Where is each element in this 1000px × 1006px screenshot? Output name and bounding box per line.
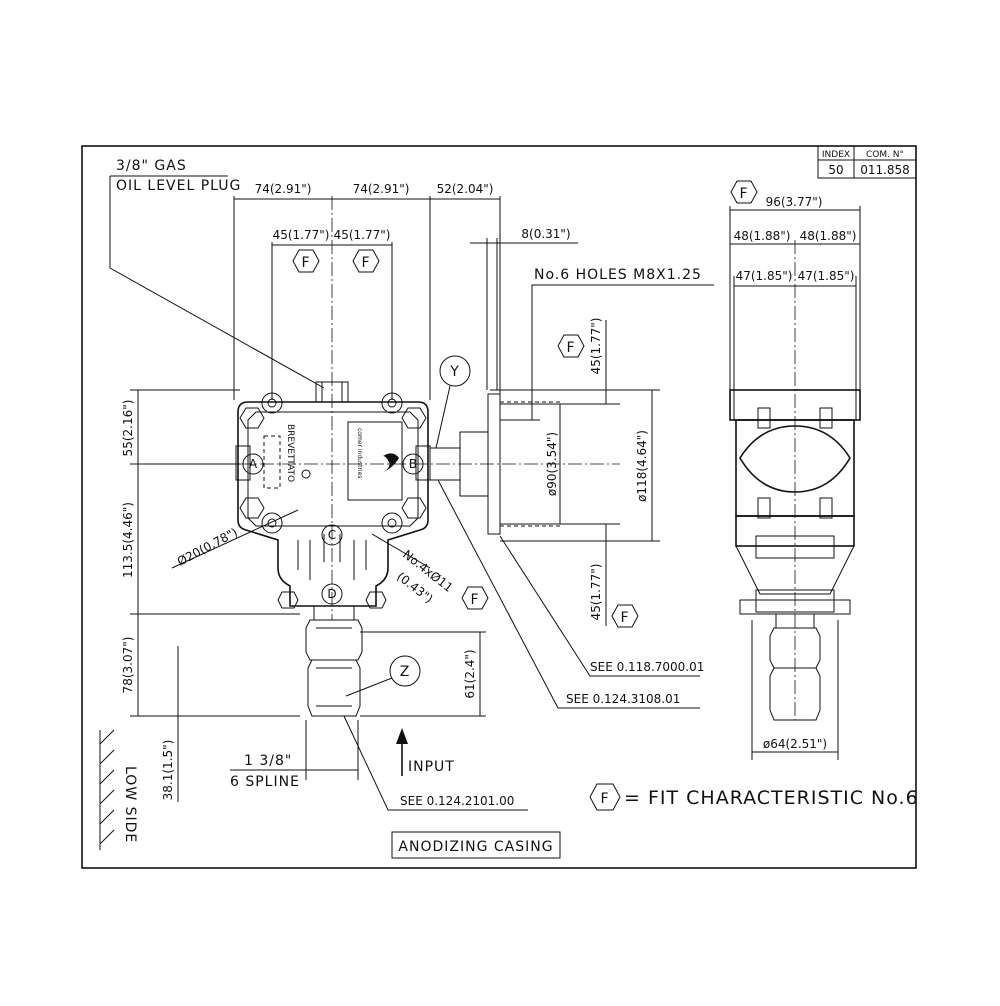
com-header: COM. N°: [866, 150, 904, 160]
holes-label: No.6 HOLES M8X1.25: [534, 267, 702, 283]
dim-64: ø64(2.51"): [763, 737, 827, 751]
fit-legend-label: = FIT CHARACTERISTIC No.6: [624, 787, 919, 809]
brevettato-label: BREVETTATO: [285, 424, 295, 482]
left-dimensions: 55(2.16") 113.5(4.46") 78(3.07") 38.1(1.…: [121, 389, 300, 802]
low-side-label: LOW SIDE: [122, 766, 138, 843]
top-dimensions: 74(2.91") 74(2.91") 52(2.04") 45(1.77") …: [233, 182, 578, 620]
spline-count-label: 6 SPLINE: [230, 774, 300, 790]
drawing-frame: [81, 145, 917, 869]
svg-text:F: F: [301, 255, 310, 271]
see-2-label: SEE 0.124.3108.01: [566, 692, 680, 706]
fit-symbol-1: F: [292, 249, 320, 273]
fit-symbol-3: F: [557, 334, 585, 358]
index-header: INDEX: [822, 150, 850, 160]
oil-plug-label: OIL LEVEL PLUG: [116, 178, 241, 194]
holes-callout: No.6 HOLES M8X1.25: [531, 267, 714, 420]
marker-y: Y: [435, 355, 471, 449]
hole-notes: Ø20(0.78") No.4xØ11 (0.43"): [171, 509, 456, 606]
fit-symbol-5: F: [611, 604, 639, 628]
marker-b: B: [402, 453, 424, 475]
svg-text:A: A: [249, 457, 258, 471]
dia-20-label: Ø20(0.78"): [175, 525, 240, 569]
fit-legend: F = FIT CHARACTERISTIC No.6: [589, 783, 919, 811]
svg-text:C: C: [328, 528, 336, 542]
dim-47-left: 47(1.85"): [736, 269, 793, 283]
brand-label: comer industries: [356, 428, 363, 478]
marker-a: A: [242, 453, 264, 475]
dim-118: ø118(4.64"): [635, 430, 649, 502]
see-3-label: SEE 0.124.2101.00: [400, 794, 514, 808]
dim-45-bottom: 45(1.77"): [589, 564, 603, 621]
dim-61: 61(2.4"): [463, 649, 477, 698]
fit-symbol-2: F: [352, 249, 380, 273]
dim-52: 52(2.04"): [437, 182, 494, 196]
dim-90: ø90(3.54"): [545, 432, 559, 496]
dim-45-b: 45(1.77"): [334, 228, 391, 242]
svg-text:D: D: [327, 587, 336, 601]
see-1-label: SEE 0.118.7000.01: [590, 660, 704, 674]
svg-text:B: B: [409, 457, 417, 471]
input-label: INPUT: [408, 759, 455, 775]
dim-96: 96(3.77"): [766, 195, 823, 209]
side-view: 96(3.77") 48(1.88") 48(1.88") 47(1.85") …: [729, 195, 861, 760]
dim-48-left: 48(1.88"): [734, 229, 791, 243]
svg-text:Y: Y: [449, 364, 460, 380]
marker-d: D: [321, 583, 343, 605]
title-block: INDEX COM. N° 50 011.858: [817, 145, 917, 179]
casing-label: ANODIZING CASING: [398, 839, 553, 855]
dim-113: 113.5(4.46"): [121, 502, 135, 578]
marker-c: C: [321, 524, 343, 546]
svg-text:Z: Z: [400, 664, 411, 680]
svg-text:F: F: [620, 610, 629, 626]
gas-label: 3/8" GAS: [116, 158, 187, 174]
svg-text:F: F: [470, 592, 479, 608]
dim-74-right: 74(2.91"): [353, 182, 410, 196]
dim-45-top: 45(1.77"): [589, 318, 603, 375]
dim-48-right: 48(1.88"): [800, 229, 857, 243]
svg-text:F: F: [361, 255, 370, 271]
index-value: 50: [828, 163, 843, 177]
svg-text:F: F: [739, 186, 748, 202]
dim-74-left: 74(2.91"): [255, 182, 312, 196]
dim-78: 78(3.07"): [121, 637, 135, 694]
marker-z: Z: [345, 655, 421, 697]
svg-text:F: F: [566, 340, 575, 356]
gearbox-body: comer industries BREVETTATO: [235, 381, 431, 609]
input-shaft: 61(2.4") 1 3/8" 6 SPLINE INPUT: [230, 605, 486, 790]
fit-symbol-6: F: [730, 180, 758, 204]
spline-size-label: 1 3/8": [244, 753, 292, 769]
svg-text:F: F: [600, 791, 609, 807]
output-flange: ø90(3.54") ø118(4.64") 45(1.77") 45(1.77…: [429, 318, 660, 626]
casing-note: ANODIZING CASING: [391, 831, 561, 859]
com-value: 011.858: [860, 163, 910, 177]
dim-8: 8(0.31"): [521, 227, 570, 241]
dim-45-a: 45(1.77"): [273, 228, 330, 242]
see-callouts: SEE 0.118.7000.01 SEE 0.124.3108.01 SEE …: [343, 479, 704, 811]
fit-symbol-4: F: [461, 586, 489, 610]
dim-55: 55(2.16"): [121, 400, 135, 457]
dim-38: 38.1(1.5"): [161, 740, 175, 801]
oil-plug-callout: 3/8" GAS OIL LEVEL PLUG: [109, 158, 325, 389]
dim-47-right: 47(1.85"): [798, 269, 855, 283]
low-side-hatch: LOW SIDE: [99, 729, 138, 850]
